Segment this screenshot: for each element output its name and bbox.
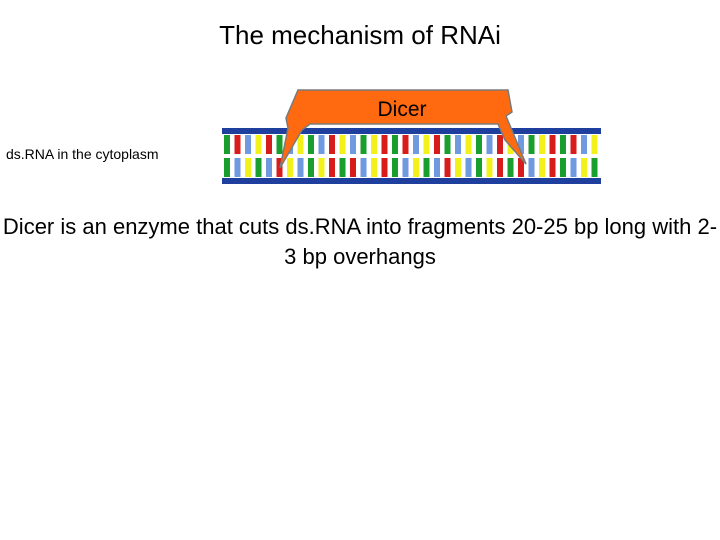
- base-bottom: [455, 158, 461, 177]
- base-top: [392, 135, 398, 154]
- base-bottom: [360, 158, 367, 177]
- base-top: [224, 135, 230, 154]
- base-top: [465, 135, 472, 154]
- base-bottom: [308, 158, 314, 177]
- base-top: [381, 135, 388, 154]
- base-bottom: [423, 158, 430, 177]
- base-top: [413, 135, 419, 154]
- base-bottom: [318, 158, 325, 177]
- base-bottom: [413, 158, 419, 177]
- base-bottom: [245, 158, 251, 177]
- base-bottom: [402, 158, 409, 177]
- base-top: [350, 135, 356, 154]
- base-top: [497, 135, 503, 154]
- base-bottom: [497, 158, 503, 177]
- base-bottom: [224, 158, 230, 177]
- base-top: [329, 135, 335, 154]
- base-bottom: [560, 158, 566, 177]
- dsrna-backbone-top: [222, 128, 601, 134]
- base-bottom: [371, 158, 377, 177]
- base-bottom: [570, 158, 577, 177]
- base-top: [308, 135, 314, 154]
- base-top: [297, 135, 304, 154]
- base-bottom: [518, 158, 524, 177]
- base-bottom: [476, 158, 482, 177]
- caption-rest: is an enzyme that cuts ds.RNA into fragm…: [54, 214, 718, 269]
- base-top: [560, 135, 566, 154]
- base-top: [423, 135, 430, 154]
- base-top: [486, 135, 493, 154]
- base-top: [591, 135, 598, 154]
- base-top: [476, 135, 482, 154]
- base-top: [371, 135, 377, 154]
- base-bottom: [392, 158, 398, 177]
- base-bottom: [381, 158, 388, 177]
- base-bottom: [339, 158, 346, 177]
- dsrna-backbone-bottom: [222, 178, 601, 184]
- base-bottom: [486, 158, 493, 177]
- base-top: [402, 135, 409, 154]
- base-bottom: [581, 158, 587, 177]
- dsrna-bases-top: [224, 135, 598, 154]
- base-bottom: [444, 158, 451, 177]
- base-top: [455, 135, 461, 154]
- base-top: [360, 135, 367, 154]
- base-bottom: [255, 158, 262, 177]
- base-top: [528, 135, 535, 154]
- base-bottom: [287, 158, 293, 177]
- base-top: [339, 135, 346, 154]
- base-top: [570, 135, 577, 154]
- dsrna-label: ds.RNA in the cytoplasm: [6, 146, 159, 162]
- base-bottom: [266, 158, 272, 177]
- dicer-enzyme: [279, 89, 527, 169]
- base-bottom: [350, 158, 356, 177]
- base-top: [255, 135, 262, 154]
- base-top: [434, 135, 440, 154]
- base-top: [518, 135, 524, 154]
- base-top: [245, 135, 251, 154]
- base-top: [276, 135, 283, 154]
- base-bottom: [434, 158, 440, 177]
- dicer-label: Dicer: [377, 98, 426, 121]
- base-top: [581, 135, 587, 154]
- dsrna-strand: [222, 128, 601, 184]
- base-top: [549, 135, 556, 154]
- base-bottom: [549, 158, 556, 177]
- base-bottom: [234, 158, 241, 177]
- caption-lead: Dicer: [2, 214, 55, 239]
- base-bottom: [539, 158, 545, 177]
- base-bottom: [297, 158, 304, 177]
- page-title: The mechanism of RNAi: [219, 20, 501, 50]
- caption: Dicer is an enzyme that cuts ds.RNA into…: [0, 212, 720, 272]
- base-top: [318, 135, 325, 154]
- base-top: [234, 135, 241, 154]
- base-bottom: [329, 158, 335, 177]
- base-bottom: [465, 158, 472, 177]
- base-bottom: [528, 158, 535, 177]
- base-bottom: [591, 158, 598, 177]
- base-top: [266, 135, 272, 154]
- base-bottom: [507, 158, 514, 177]
- base-top: [444, 135, 451, 154]
- base-top: [539, 135, 545, 154]
